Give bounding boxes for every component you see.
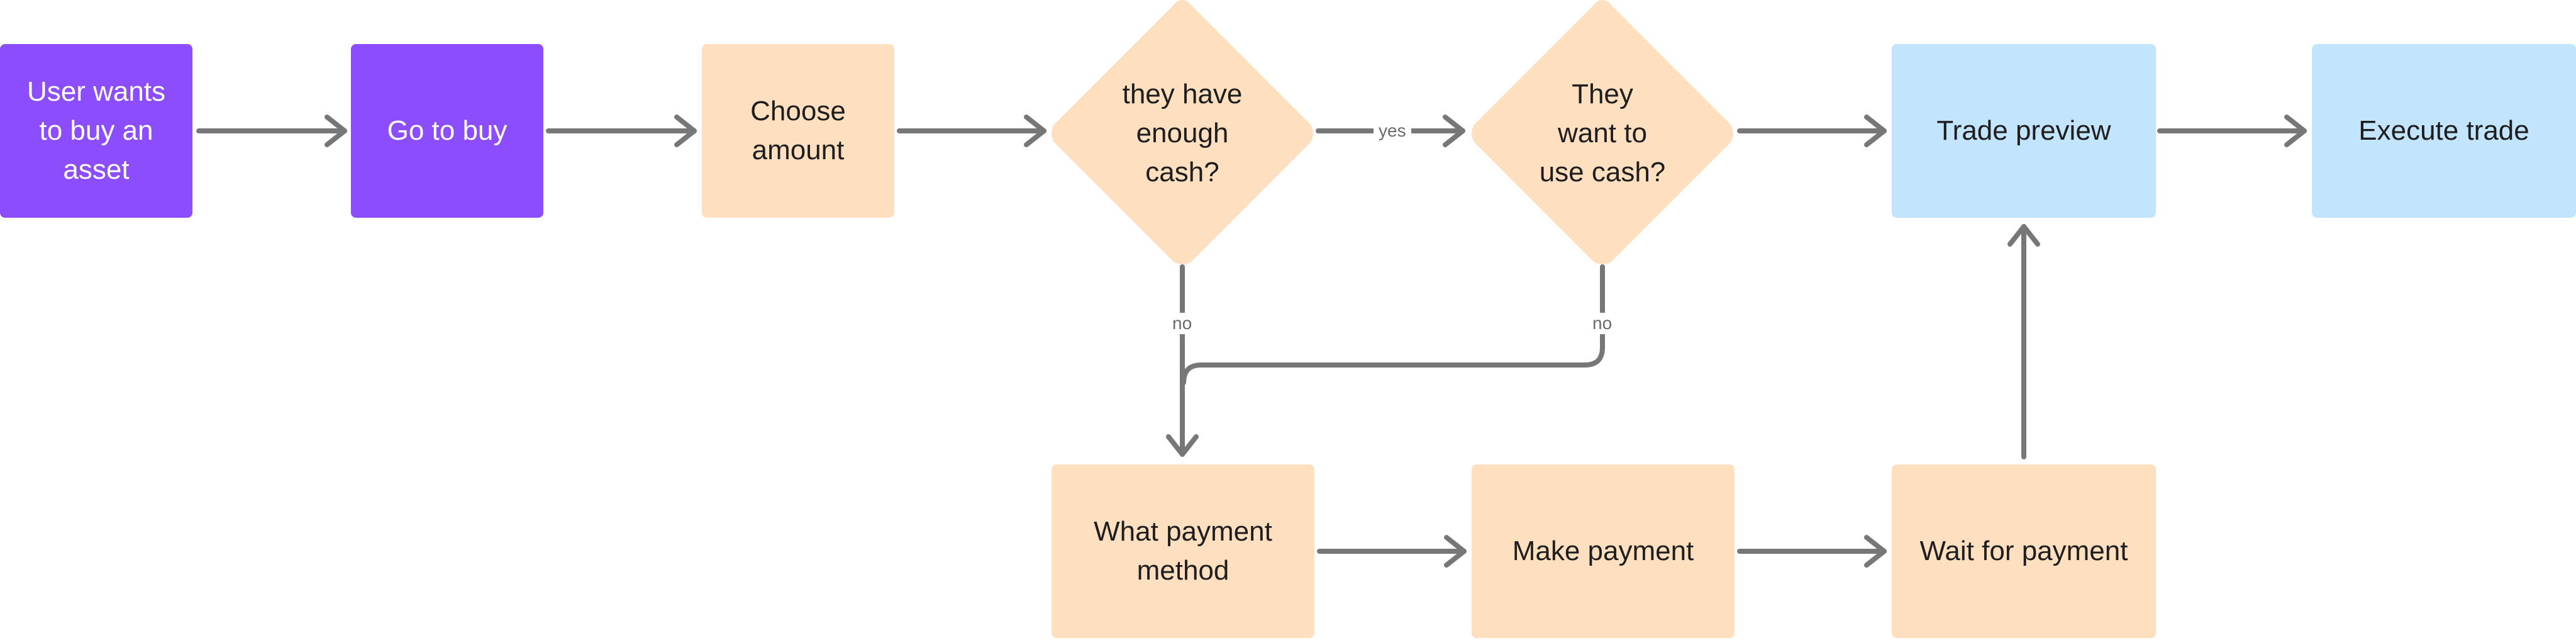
arrowhead-choose-to-cash [1024,115,1046,147]
node-user-wants: User wants to buy an asset [0,44,192,218]
decision-enough-cash: they have enough cash? [1049,0,1316,267]
edge-label-no-right: no [1587,313,1618,334]
node-trade-preview-label: Trade preview [1936,115,2111,146]
node-go-to-buy: Go to buy [351,44,543,218]
node-choose-amount-label: Choose amount [750,96,846,166]
arrowhead-method-to-make [1444,535,1467,568]
arrowhead-make-to-wait [1864,535,1887,568]
decision-enough-cash-label: they have enough cash? [1122,79,1243,188]
node-go-to-buy-label: Go to buy [387,115,508,146]
diamond-shape [1472,0,1733,264]
node-choose-amount: Choose amount [702,44,894,218]
node-payment-method-label: What payment method [1094,516,1272,586]
arrowhead-cash-to-usecash [1443,115,1465,147]
node-wait-payment: Wait for payment [1892,464,2156,638]
node-wait-payment-label: Wait for payment [1919,536,2128,566]
arrowhead-go-to-choose [674,115,697,147]
node-make-payment: Make payment [1472,464,1735,638]
edge-label-no-left: no [1167,313,1197,334]
arrowhead-wait-to-preview [2007,224,2040,247]
decision-use-cash-label: They want to use cash? [1539,79,1666,188]
decision-use-cash: They want to use cash? [1469,0,1736,267]
arrow-usecash-no-to-method [1181,264,1605,385]
arrowhead-cash-no-to-method [1166,434,1199,457]
arrowhead-usecash-to-preview [1864,115,1887,147]
node-execute-trade: Execute trade [2312,44,2576,218]
node-payment-method: What payment method [1052,464,1314,638]
arrowhead-user-to-go [325,115,347,147]
node-trade-preview: Trade preview [1892,44,2156,218]
diamond-shape [1052,0,1313,264]
node-make-payment-label: Make payment [1512,536,1694,566]
edge-label-yes: yes [1374,120,1411,142]
arrowhead-preview-to-execute [2284,115,2307,147]
node-user-wants-label: User wants to buy an asset [26,76,166,185]
node-execute-trade-label: Execute trade [2358,115,2529,146]
